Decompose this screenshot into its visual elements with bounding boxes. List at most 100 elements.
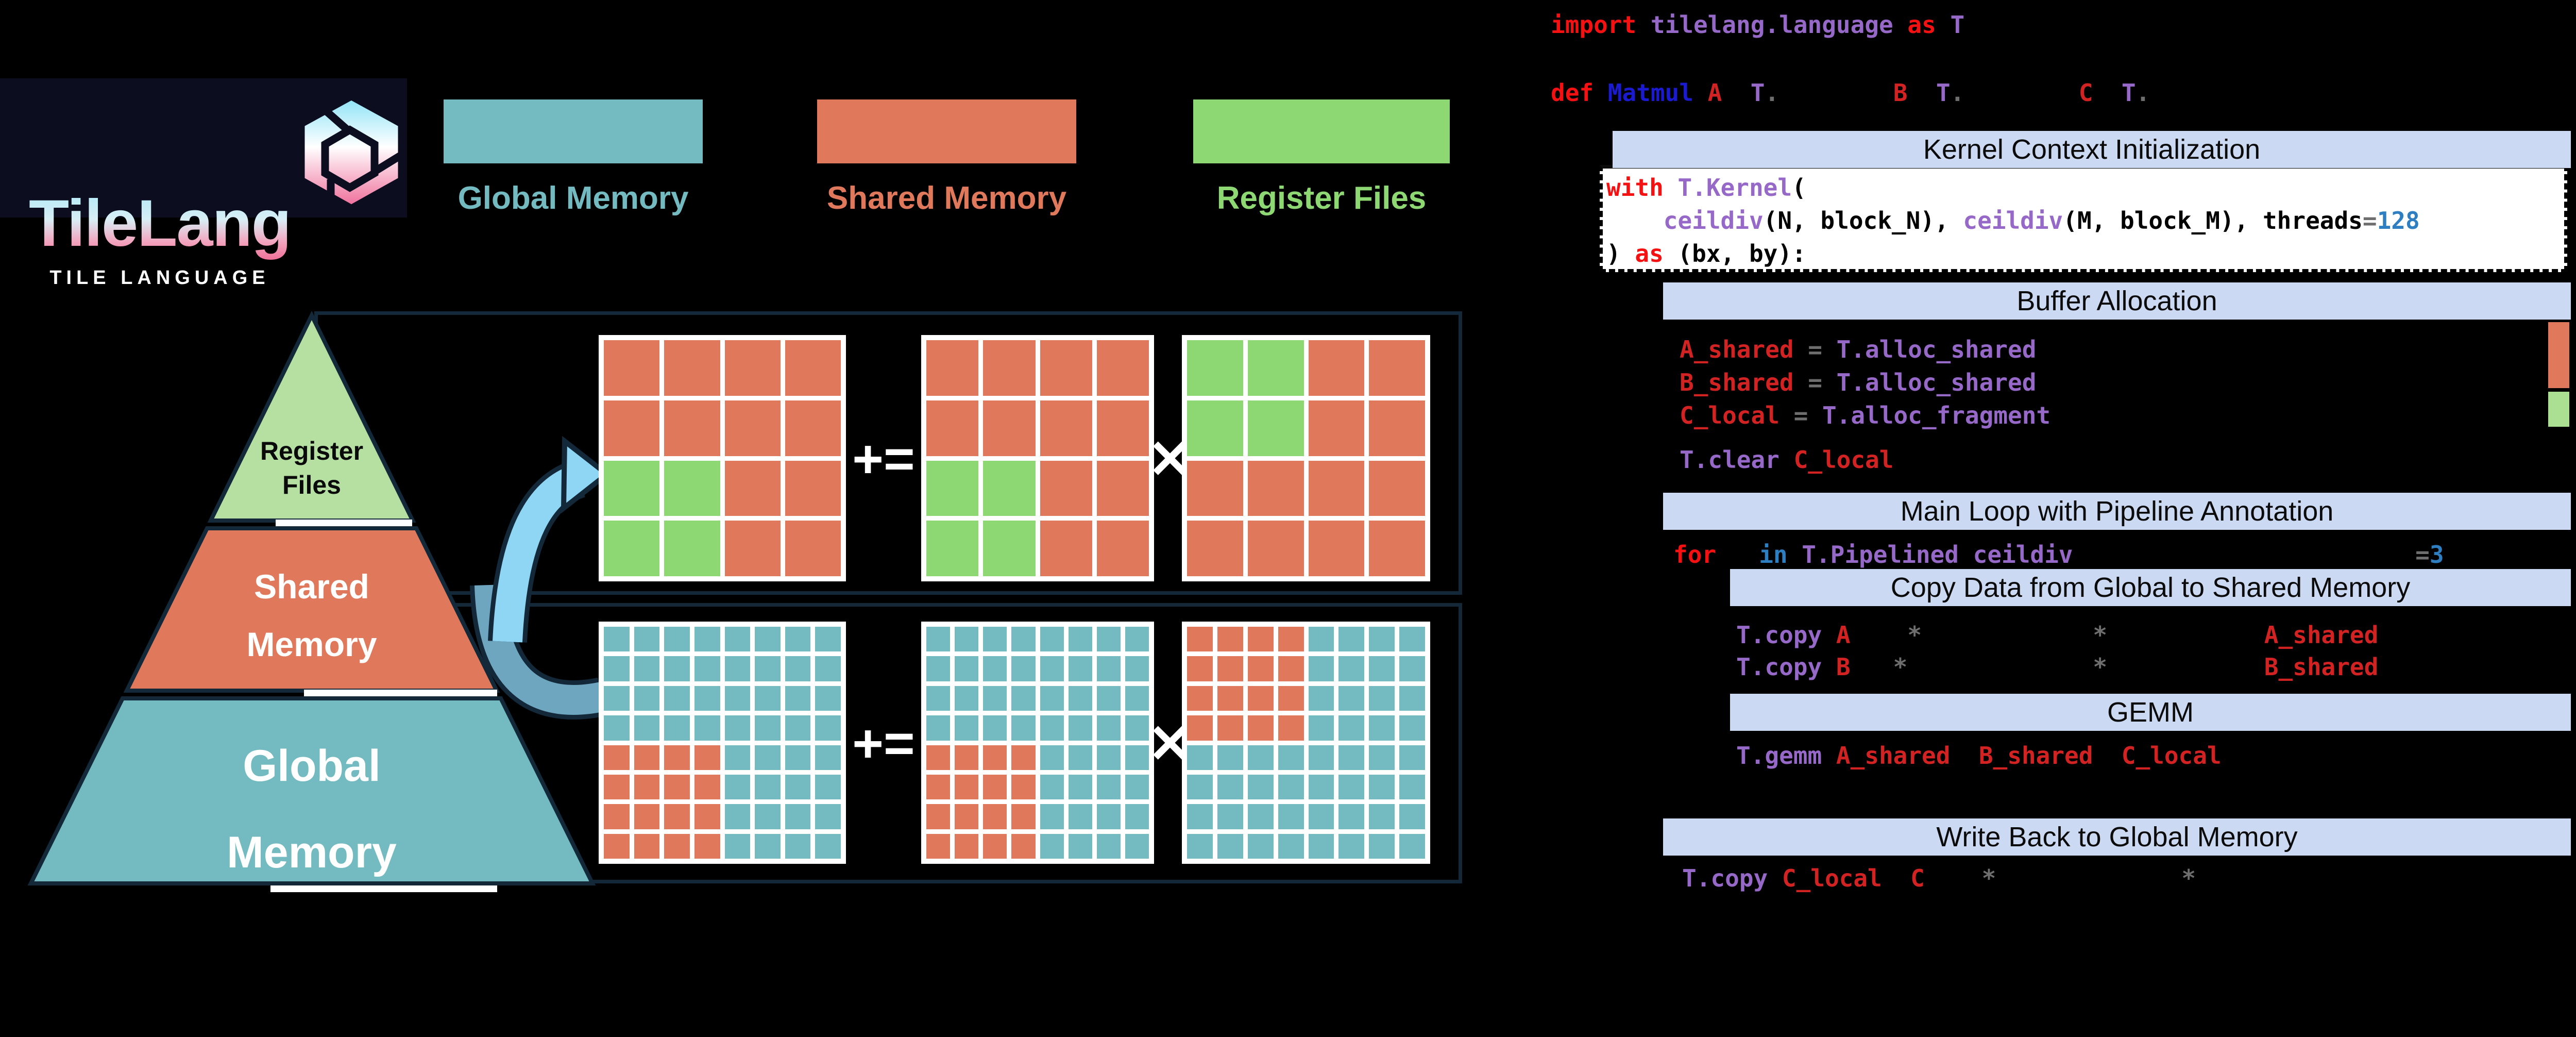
matrix-cell [1399,715,1425,741]
matrix-cell [785,627,811,652]
matrix-cell [983,774,1007,800]
section-header: Main Loop with Pipeline Annotation [1663,493,2571,530]
matrix-cell [1247,774,1274,800]
matrix-cell [634,745,660,770]
matrix-cell [1040,774,1064,800]
matrix-cell [1399,656,1425,681]
matrix-cell [694,656,720,681]
tile-matrix [921,335,1154,581]
pyramid-global-level [27,696,596,885]
matrix-cell [1096,656,1121,681]
matrix-cell [815,774,841,800]
matrix-cell [926,400,979,456]
matrix-cell [755,833,781,859]
matrix-cell [1040,656,1064,681]
legend-label: Global Memory [457,180,689,216]
matrix-cell [1369,833,1395,859]
matrix-cell [634,685,660,711]
matrix-cell [1187,627,1213,652]
matrix-cell [1096,715,1121,741]
matrix-cell [815,715,841,741]
matrix-cell [724,627,751,652]
code-line: T.copy(C_local, C[by * block_M, bx * blo… [1682,864,2339,892]
matrix-cell [724,685,751,711]
matrix-cell [604,340,660,396]
code-line: C_local = T.alloc_fragment((block_M, blo… [1680,402,2336,429]
matrix-cell [1217,745,1243,770]
section-header: Copy Data from Global to Shared Memory [1730,569,2571,606]
section-header: Write Back to Global Memory [1663,818,2571,856]
code-line: A_shared = T.alloc_shared((block_M, bloc… [1680,336,2322,363]
matrix-cell [1217,685,1243,711]
matrix-cell [1308,774,1334,800]
matrix-cell [1369,340,1425,396]
tile-matrix [1182,622,1430,864]
matrix-cell [1308,745,1334,770]
matrix-cell [1068,833,1092,859]
matrix-cell [634,774,660,800]
matrix-cell [983,627,1007,652]
matrix-cell [1011,745,1036,770]
matrix-cell [1338,833,1365,859]
matrix-cell [1096,340,1149,396]
matrix-cell [1278,685,1304,711]
matrix-cell [755,774,781,800]
matrix-cell [1308,400,1365,456]
tile-matrix [599,622,846,864]
matrix-cell [1096,804,1121,829]
matrix-cell [1125,804,1149,829]
matrix-cell [926,804,951,829]
matrix-cell [604,627,630,652]
matrix-cell [955,833,979,859]
matrix-cell [1068,804,1092,829]
matrix-cell [1040,521,1092,576]
matrix-cell [785,804,811,829]
matrix-cell [755,656,781,681]
matrix-cell [1217,656,1243,681]
matrix-cell [983,400,1036,456]
matrix-cell [1338,774,1365,800]
matrix-cell [815,833,841,859]
matrix-cell [1247,627,1274,652]
matrix-cell [664,400,720,456]
section-header: GEMM [1730,694,2571,731]
matrix-cell [1096,833,1121,859]
matrix-cell [664,521,720,576]
matrix-cell [724,340,781,396]
code-line: T.clear(C_local) [1680,446,1908,474]
matrix-cell [634,833,660,859]
matrix-cell [664,745,690,770]
matrix-cell [1125,627,1149,652]
matrix-cell [1369,400,1425,456]
matrix-cell [1125,774,1149,800]
logo-subtitle: TILE LANGUAGE [49,267,270,289]
matrix-cell [724,521,781,576]
matrix-cell [664,685,690,711]
matrix-cell [926,340,979,396]
matrix-cell [1308,804,1334,829]
matrix-cell [1369,460,1425,516]
operator-symbol: ✕ [1147,430,1193,490]
matrix-cell [815,656,841,681]
matrix-cell [664,804,690,829]
matrix-cell [983,460,1036,516]
matrix-cell [1338,804,1365,829]
matrix-cell [664,774,690,800]
matrix-cell [1011,627,1036,652]
matrix-cell [755,745,781,770]
kernel-context-highlight-box [1600,165,2567,272]
matrix-cell [604,460,660,516]
matrix-cell [1217,804,1243,829]
tile-matrix [599,335,846,581]
matrix-cell [1187,804,1213,829]
matrix-cell [1187,833,1213,859]
matrix-cell [604,521,660,576]
matrix-cell [724,745,751,770]
legend-swatch [1193,99,1450,163]
matrix-cell [1187,685,1213,711]
matrix-cell [1308,460,1365,516]
matrix-cell [1068,715,1092,741]
matrix-cell [604,685,630,711]
